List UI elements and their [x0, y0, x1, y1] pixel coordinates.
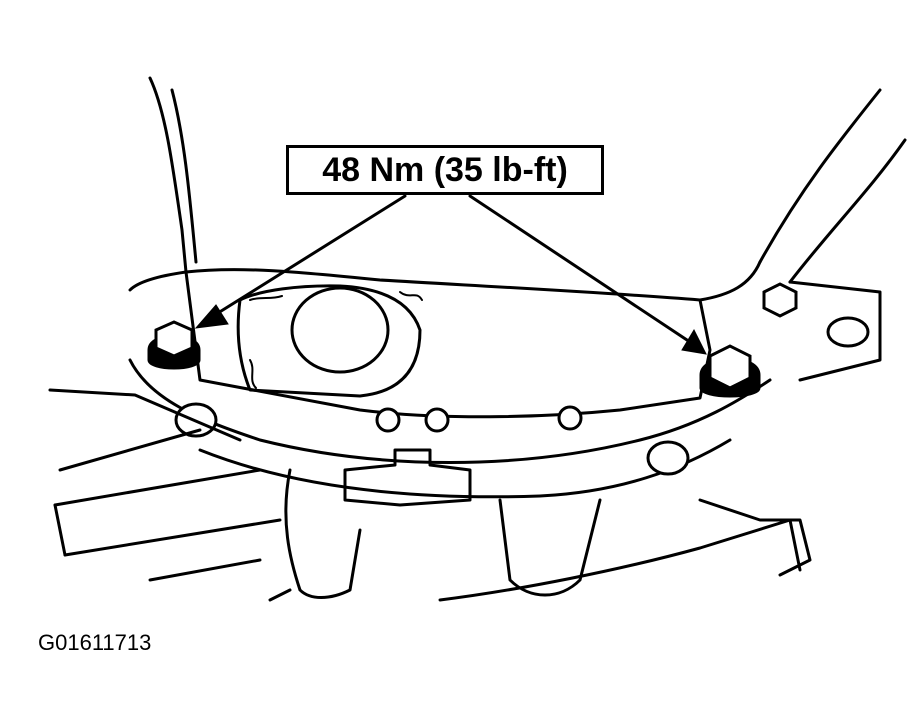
- housing-upper-right-edge-2: [788, 138, 907, 284]
- lower-housing-left: [284, 468, 362, 599]
- right-bolt: [699, 344, 761, 398]
- lower-housing-right: [498, 498, 602, 597]
- left-bolt: [147, 320, 201, 370]
- small-bolt-3: [557, 405, 583, 431]
- leader-line-left: [208, 194, 407, 320]
- flange-body-outline: [128, 270, 712, 419]
- frame-left-edge: [53, 503, 67, 557]
- figure-id: G01611713: [38, 630, 152, 655]
- far-right-mount-hole: [826, 316, 870, 348]
- lower-connector: [343, 448, 472, 507]
- torque-callout: 48 Nm (35 lb-ft): [286, 145, 604, 195]
- small-bolt-1: [375, 407, 401, 433]
- frame-bottom-right: [438, 518, 802, 602]
- inspection-plug: [290, 286, 390, 374]
- frame-right-side: [788, 280, 882, 382]
- frame-left-lower: [58, 428, 202, 472]
- frame-left-beam-top: [53, 468, 262, 507]
- arrowhead-right: [681, 328, 707, 355]
- right-mount-hole: [646, 440, 690, 476]
- housing-upper-left-edge: [148, 76, 188, 274]
- housing-top-rim: [184, 260, 762, 302]
- frame-right-bracket: [698, 498, 812, 577]
- frame-bottom-left: [148, 558, 292, 602]
- inner-cover-outline: [236, 284, 422, 398]
- small-bolt-2: [424, 407, 450, 433]
- frame-left-beam-bottom: [63, 518, 282, 557]
- leader-line-right: [468, 194, 692, 344]
- frame-left-upper: [48, 388, 242, 442]
- housing-upper-right-edge: [758, 88, 882, 264]
- upper-right-bolt: [762, 282, 798, 318]
- arrowhead-left: [194, 304, 229, 329]
- housing-upper-left-curve: [170, 88, 198, 264]
- cover-wavy-edge: [249, 291, 423, 389]
